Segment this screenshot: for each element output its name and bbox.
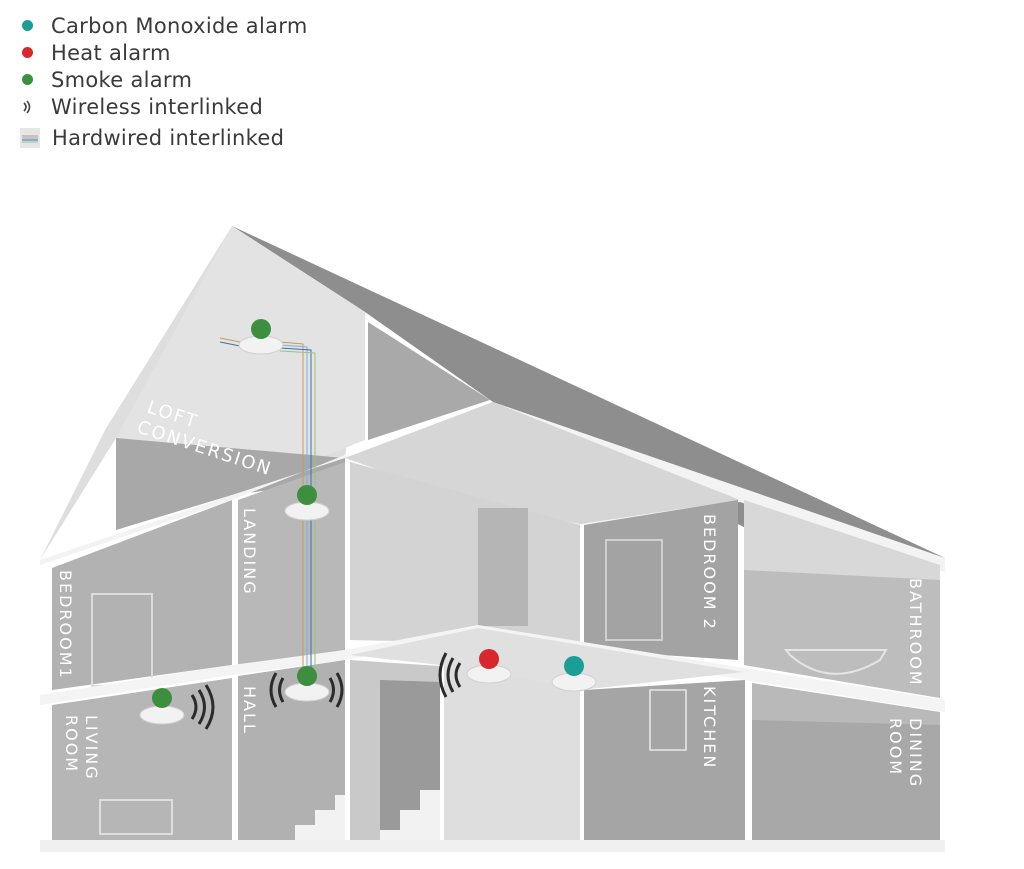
bedroom2-label: BEDROOM 2 bbox=[700, 514, 719, 631]
wireless-icon bbox=[20, 99, 34, 114]
boiler bbox=[649, 689, 687, 751]
legend: Carbon Monoxide alarm Heat alarm Smoke a… bbox=[20, 12, 308, 151]
living-smoke-alarm bbox=[152, 688, 172, 708]
legend-item-wireless: Wireless interlinked bbox=[20, 93, 308, 120]
alarm-devices bbox=[139, 319, 597, 725]
bedroom1-label: BEDROOM1 bbox=[56, 570, 75, 680]
co-alarm bbox=[564, 656, 584, 676]
kitchen-room bbox=[584, 680, 745, 840]
bedroom2-door bbox=[605, 539, 663, 641]
hall-stairs bbox=[295, 795, 345, 840]
legend-item-heat: Heat alarm bbox=[20, 39, 308, 66]
upper-doorway bbox=[478, 508, 528, 626]
heat-wireless-icon bbox=[454, 662, 462, 688]
upper-ceiling bbox=[345, 402, 740, 524]
smoke-alarm-dot-icon bbox=[20, 73, 34, 87]
heat-alarm-dot-icon bbox=[20, 46, 34, 60]
dining-label-line2: ROOM bbox=[886, 718, 905, 776]
legend-item-hardwired: Hardwired interlinked bbox=[20, 124, 308, 151]
legend-label-smoke: Smoke alarm bbox=[51, 67, 193, 92]
landing-smoke-alarm bbox=[297, 485, 317, 505]
loft-triangle bbox=[368, 322, 490, 440]
ground-ceiling-slab bbox=[40, 625, 945, 712]
hardwired-icon bbox=[20, 127, 40, 148]
bathtub bbox=[783, 649, 888, 675]
living-label-line2: ROOM bbox=[62, 715, 81, 773]
hardwired-interlink-lines bbox=[219, 337, 316, 680]
legend-label-hardwired: Hardwired interlinked bbox=[52, 125, 285, 150]
sofa bbox=[99, 799, 173, 835]
ground-floor-base bbox=[40, 840, 945, 852]
hall-room bbox=[238, 660, 345, 840]
loft-smoke-alarm bbox=[251, 319, 271, 339]
bathroom-label: BATHROOM bbox=[906, 578, 925, 687]
legend-item-co: Carbon Monoxide alarm bbox=[20, 12, 308, 39]
roof bbox=[232, 226, 945, 565]
living-wireless-icon bbox=[190, 694, 198, 720]
living-label-line1: LIVING bbox=[82, 715, 101, 781]
bathroom-wall bbox=[744, 570, 940, 698]
heat-alarm bbox=[479, 649, 499, 669]
legend-item-smoke: Smoke alarm bbox=[20, 66, 308, 93]
co-alarm-dot-icon bbox=[20, 19, 34, 33]
living-alarm-base bbox=[139, 705, 185, 725]
hall-wireless-left-icon bbox=[278, 677, 285, 703]
hall-label: HALL bbox=[240, 686, 259, 735]
hall-wireless-right-icon bbox=[328, 677, 335, 703]
stairs bbox=[380, 770, 440, 840]
wireless-signals bbox=[190, 652, 462, 730]
kitchen-label: KITCHEN bbox=[700, 686, 719, 769]
dining-label-line1: DINING bbox=[906, 718, 925, 788]
ground-ceiling bbox=[350, 628, 744, 690]
landing-label: LANDING bbox=[240, 508, 259, 596]
dining-wall bbox=[752, 720, 940, 840]
hall-smoke-alarm bbox=[297, 666, 317, 686]
loft-bedroom bbox=[116, 438, 345, 530]
legend-label-wireless: Wireless interlinked bbox=[51, 94, 264, 119]
legend-label-heat: Heat alarm bbox=[51, 40, 171, 65]
legend-label-co: Carbon Monoxide alarm bbox=[51, 13, 308, 38]
back-hall bbox=[444, 666, 580, 840]
living-room bbox=[52, 678, 232, 840]
